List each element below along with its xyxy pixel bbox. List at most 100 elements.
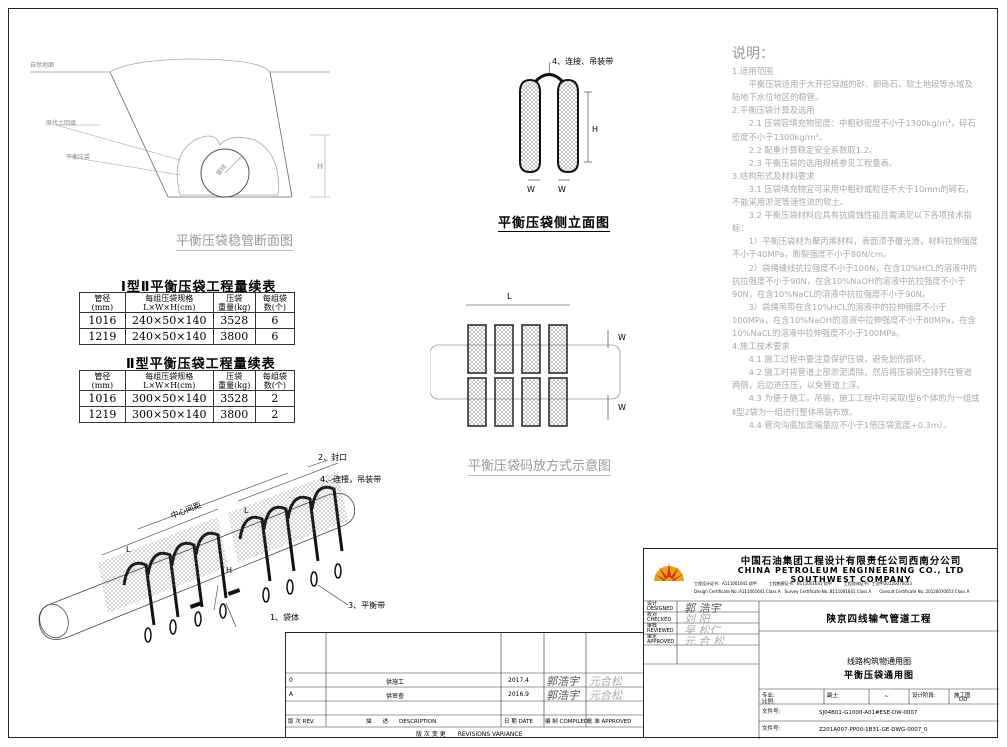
iso-label-bag: 1、袋体 <box>270 613 300 622</box>
side-view-caption: 平衡压袋侧立面图 <box>498 212 611 232</box>
stage-label: 设计阶段: <box>912 693 936 699</box>
note-line: 2.平衡压袋计算及选用 <box>732 105 815 116</box>
note-line: 3）袋绳吊带在含10%HCL的溶液中的拉伸强度不小于100MPa，在含10%Na… <box>732 301 976 338</box>
spec-value: 副土 <box>827 693 839 699</box>
table2-header-weight: 压袋重量(kg) <box>212 370 256 391</box>
rev-header-mark: 版 次 REV. <box>288 719 315 725</box>
table1-header-weight: 压袋重量(kg) <box>212 292 256 313</box>
table2-header-count: 每组袋数(个) <box>254 370 296 391</box>
cnpc-logo-icon <box>654 563 684 581</box>
note-line: 4.1 施工过程中要注意保护压袋，避免划伤损坏。 <box>732 354 931 365</box>
drawing-title-1: 线路构筑物通用图 <box>847 657 911 666</box>
signature-reviewer: 吴 松仁 <box>684 624 721 637</box>
revision-grid <box>286 633 644 728</box>
doc-no-label: 文件号: <box>762 709 781 715</box>
note-line: 2.2 配重计算稳定安全系数取1.2。 <box>732 144 878 155</box>
doc-no: SJ04B01-G1000-A01#ESE-DW-0007 <box>819 710 918 716</box>
rev-header-date: 日 期 DATE <box>504 719 533 725</box>
label-height-h: H <box>317 162 324 171</box>
company-name-en: CHINA PETROLEUM ENGINEERING CO., LTD SOU… <box>737 566 965 584</box>
rev-mark-1: A <box>289 691 294 698</box>
placement-caption: 平衡压袋码放方式示意图 <box>468 455 612 476</box>
iso-label-balance-strap: 3、平衡带 <box>348 601 386 610</box>
note-line: 3.结构形式及材料要求 <box>732 170 815 181</box>
rev-signature: 郭浩宇 <box>546 689 579 702</box>
table1-header-count: 每组袋数(个) <box>254 292 296 313</box>
note-line: 平衡压袋适用于大开挖穿越的砂、卵砾石、软土地段等水域及陆地下水位地区的稳管。 <box>732 79 973 103</box>
placement-label-l: L <box>507 292 512 301</box>
rev-header-desc: 描 述 DESCRIPTION <box>366 719 437 725</box>
side-label-h: H <box>592 125 599 134</box>
scale-label: 比例: <box>762 699 775 705</box>
note-line: 2.1 压袋容填充物密度：中粗砂密度不小于1300kg/m³，碎石密度不小于13… <box>732 118 976 142</box>
phase-value: DD <box>959 697 968 703</box>
project-name: 陕京四线输气管道工程 <box>826 614 932 625</box>
title-block: 中国石油集团工程设计有限责任公司西南分公司 CHINA PETROLEUM EN… <box>643 548 999 739</box>
certificates-cn: 工程设计证书：A111001641 综甲 工程勘察证书：B111001641 综… <box>694 581 912 586</box>
design-notes: 说明： 1.适用范围 平衡压袋适用于大开挖穿越的砂、卵砾石、软土地段等水域及陆地… <box>732 46 980 432</box>
spec-label: 专业: <box>762 693 775 699</box>
iso-label-l1: L <box>126 545 131 554</box>
cross-section-drawing <box>30 58 330 198</box>
side-label-w2: W <box>558 185 566 194</box>
company-name-cn: 中国石油集团工程设计有限责任公司西南分公司 <box>740 556 962 567</box>
iso-label-h: H <box>226 566 233 575</box>
side-view-drawing <box>519 62 592 181</box>
iso-label-l2: L <box>244 506 249 515</box>
rev-desc-1: 供审查 <box>386 693 405 700</box>
cross-section-caption: 平衡压袋稳管断面图 <box>176 230 294 251</box>
certificates-en: Design Certificate No.:A111001641 Class … <box>694 589 970 594</box>
rev-mark-0: 0 <box>289 677 293 684</box>
rev-signature: 元合松 <box>589 689 622 702</box>
signature-approver: 元 合 松 <box>684 635 724 648</box>
label-natural-ground: 自然地面 <box>30 62 55 69</box>
label-backfill: 原状土回填 <box>46 120 77 127</box>
table2-title: Ⅱ型平衡压袋工程量续表 <box>126 357 276 372</box>
note-line: 4.2 施工时将管道上部淤泥清除，然后将压袋骑空排列在管道两侧，后边进压压，以免… <box>732 367 972 391</box>
signature-checker: 刘 阳 <box>684 613 710 626</box>
table2-header-dia: 管径(mm) <box>79 370 126 391</box>
note-line: 4.3 为便于施工，吊装，施工工程中可采取Ⅰ型6个体的为一组或Ⅱ型2袋为一组进行… <box>732 393 980 417</box>
table1-header-dia: 管径(mm) <box>79 292 126 313</box>
rev-date-0: 2017.4 <box>508 677 529 684</box>
notes-heading: 说明： <box>732 46 774 62</box>
rev-date-1: 2016.9 <box>508 691 529 698</box>
placement-label-w2: W <box>618 403 626 412</box>
note-line: 1）平衡压袋材为聚丙烯材料，表面须予覆光滑，材料拉伸强度不小于40MPa，断裂强… <box>732 236 978 260</box>
side-label-w1: W <box>527 185 535 194</box>
placement-drawing <box>430 304 621 427</box>
stage-value: 施工图 <box>954 693 971 699</box>
iso-label-seal: 2、封口 <box>318 453 348 462</box>
rev-signature: 郭浩宇 <box>546 675 579 688</box>
rev-desc-0: 供施工 <box>386 679 405 686</box>
title-grid <box>644 600 999 739</box>
note-line: 4.施工技术要求 <box>732 341 790 352</box>
side-label-lifting-strap: 4、连接、吊装带 <box>552 57 614 66</box>
note-line: 2.3 平衡压袋的选用规格参见工程量表。 <box>732 157 898 168</box>
scale-value: ~ <box>884 693 890 700</box>
label-pressure-bag: 平衡压袋 <box>66 154 91 161</box>
table1-title: Ⅰ型Ⅱ平衡压袋工程量续表 <box>121 280 277 295</box>
note-line: 2）袋绳缝线抗拉强度不小于100N，在含10%HCL的溶液中的抗拉强度不小于90… <box>732 262 977 299</box>
revision-block: 0 供施工 2017.4 A 供审查 2016.9 郭浩宇 元合松 郭浩宇 元合… <box>285 632 644 738</box>
drawing-title-2: 平衡压袋通用图 <box>843 671 914 681</box>
signature-designer: 郭 浩宇 <box>684 602 721 615</box>
rev-signature: 元合松 <box>589 675 622 688</box>
doc-no2: Z201A007-PP00-1B31-GE-DWG-0007_0 <box>819 727 928 733</box>
note-line: 1.适用范围 <box>732 66 774 77</box>
rev-header-approve: 批 准 APPROVED <box>587 719 632 725</box>
placement-label-w1: W <box>618 333 626 342</box>
note-line: 3.1 压袋填充物宜可采用中粗砂或粒径不大于10mm的碎石，不能采用淤泥等速性流… <box>732 183 974 208</box>
isometric-drawing <box>38 459 356 643</box>
